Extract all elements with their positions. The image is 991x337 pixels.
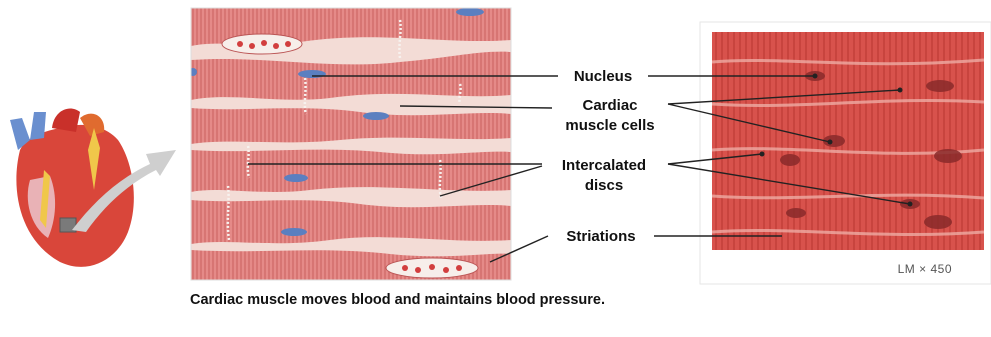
label-cardiac-line1: Cardiac xyxy=(582,97,637,114)
magnification-label: LM × 450 xyxy=(898,262,952,276)
label-striations: Striations xyxy=(566,228,635,245)
label-intercalated-line1: Intercalated xyxy=(562,157,646,174)
micrograph-panel: LM × 450 xyxy=(700,22,991,284)
figure-caption: Cardiac muscle moves blood and maintains… xyxy=(190,292,710,309)
label-intercalated-line2: discs xyxy=(585,177,623,194)
label-nucleus: Nucleus xyxy=(574,68,632,85)
cardiac-muscle-drawing xyxy=(189,8,511,280)
label-cardiac-line2: muscle cells xyxy=(565,117,654,134)
